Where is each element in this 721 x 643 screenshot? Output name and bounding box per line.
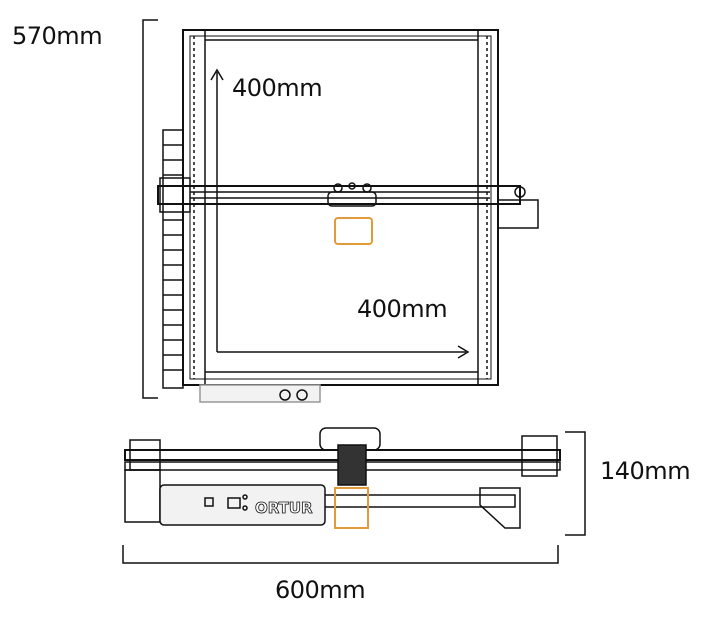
- dimension-bracket-140: [565, 431, 586, 536]
- dimension-label-side-height: 140mm: [600, 457, 691, 485]
- dimension-label-work-y: 400mm: [232, 74, 323, 102]
- dimension-label-work-x: 400mm: [357, 295, 448, 323]
- dimension-label-width: 600mm: [275, 576, 366, 604]
- dimension-bracket-570: [142, 19, 158, 399]
- laser-head-top: [327, 182, 377, 245]
- x-gantry: [157, 177, 539, 229]
- control-box-top: [199, 384, 321, 403]
- work-area-arrows: [210, 68, 470, 359]
- dimension-bracket-600: [122, 545, 559, 564]
- ortur-logo: ORTUR: [255, 499, 313, 517]
- top-view-frame: [182, 29, 499, 386]
- side-view-frame: [124, 427, 561, 529]
- dimension-label-height: 570mm: [12, 22, 103, 50]
- cable-chain: [162, 129, 184, 389]
